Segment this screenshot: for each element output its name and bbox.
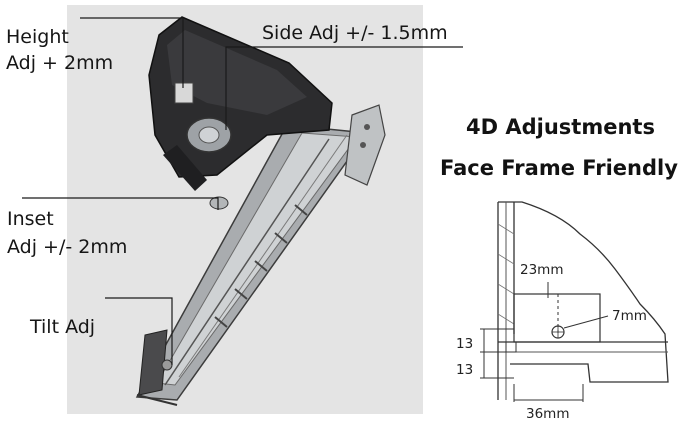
inset-label-line2: Adj +/- 2mm — [7, 236, 128, 258]
inset-leader — [22, 197, 219, 210]
side-adj-label: Side Adj +/- 1.5mm — [262, 22, 448, 44]
cabinet-panel-outline — [498, 201, 669, 383]
hinge-block — [513, 293, 601, 343]
product-photo-panel — [67, 5, 423, 414]
height-label-line2: Adj + 2mm — [6, 52, 114, 74]
dim-13-top: 13 — [456, 336, 473, 352]
inset-label-line1: Inset — [7, 208, 54, 230]
dim-13-bottom: 13 — [456, 362, 473, 378]
side-leader — [225, 46, 463, 130]
heading-face-frame-friendly: Face Frame Friendly — [440, 156, 678, 180]
hinge-slide-illustration — [135, 16, 386, 406]
height-label-line1: Height — [6, 26, 69, 48]
face-frame-sketch: 23mm 7mm 13 13 36mm — [456, 201, 669, 422]
height-leader — [80, 17, 184, 88]
tilt-adj-label: Tilt Adj — [30, 316, 96, 338]
dim-23mm: 23mm — [520, 262, 563, 278]
dim-7mm: 7mm — [612, 308, 647, 324]
heading-4d-adjustments: 4D Adjustments — [466, 115, 655, 139]
dim-36mm: 36mm — [526, 406, 569, 422]
tilt-leader — [105, 297, 173, 365]
